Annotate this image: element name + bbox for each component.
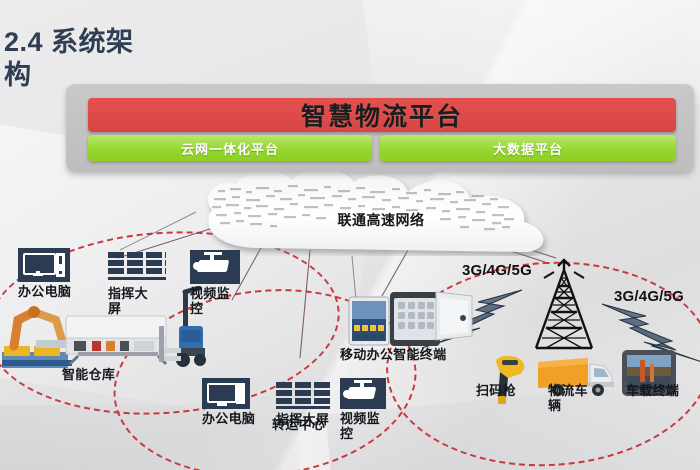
device-label: 移动办公智能终端 <box>340 347 447 362</box>
photo-logistics-truck <box>538 358 614 396</box>
slide-title: 2.4 系统架 构 <box>4 26 234 92</box>
network-cloud: 联通高速网络 <box>198 168 564 256</box>
slide-title-line2: 构 <box>4 59 32 90</box>
device-label: 办公电脑 <box>18 284 72 299</box>
smart-logistics-platform-bar[interactable]: 智慧物流平台 <box>88 98 676 132</box>
device-office-computer-warehouse[interactable]: 办公电脑 <box>18 248 74 300</box>
photo-tablet <box>390 292 440 346</box>
big-data-platform-label: 大数据平台 <box>492 141 563 157</box>
device-label: 扫码枪 <box>476 383 516 398</box>
camera-icon <box>340 378 386 409</box>
photo-barcode-scanner <box>496 355 525 404</box>
device-video-surveillance-warehouse[interactable]: 视频监控 <box>190 250 242 316</box>
cloud-network-platform-bar[interactable]: 云网一体化平台 <box>88 135 372 161</box>
slide-title-line1: 2.4 系统架 <box>4 27 134 57</box>
device-label: 指挥大屏 <box>108 286 148 316</box>
device-label: 办公电脑 <box>202 411 256 426</box>
device-video-surveillance-transfer[interactable]: 视频监控 <box>340 378 392 441</box>
device-vehicle-terminal[interactable]: 车载终端 <box>626 383 700 399</box>
device-mobile-smart-terminal[interactable]: 移动办公智能终端 <box>340 347 470 362</box>
device-label: 视频监控 <box>190 286 230 316</box>
big-data-platform-bar[interactable]: 大数据平台 <box>380 135 676 161</box>
device-barcode-scanner[interactable]: 扫码枪 <box>476 383 516 399</box>
device-label: 物流车辆 <box>548 383 588 413</box>
big-screen-icon <box>276 380 330 410</box>
network-label-right: 3G/4G/5G <box>614 288 684 305</box>
device-label: 视频监控 <box>340 411 380 441</box>
group-label: 转运中心 <box>272 417 326 432</box>
photo-laptop <box>435 291 473 341</box>
cloud-label: 联通高速网络 <box>337 212 425 228</box>
cloud-network-platform-label: 云网一体化平台 <box>180 141 279 157</box>
group-label-smart-warehouse: 智能仓库 <box>62 367 154 383</box>
signal-bolt-right <box>601 303 700 362</box>
network-label-left: 3G/4G/5G <box>462 262 532 279</box>
cell-tower-icon <box>534 258 594 350</box>
big-screen-icon <box>108 250 166 284</box>
photo-vehicle-terminal <box>622 350 676 396</box>
camera-icon <box>190 250 240 284</box>
group-label-transfer-center: 转运中心 <box>272 417 334 433</box>
device-logistics-vehicle[interactable]: 物流车辆 <box>548 383 594 413</box>
platform-container: 智慧物流平台 云网一体化平台 大数据平台 <box>66 84 694 172</box>
device-label: 车载终端 <box>626 383 680 398</box>
monitor-icon <box>18 248 70 282</box>
monitor-icon <box>202 378 250 409</box>
device-command-screen-warehouse[interactable]: 指挥大屏 <box>108 250 166 316</box>
photo-smartphone <box>348 296 390 346</box>
device-office-computer-transfer[interactable]: 办公电脑 <box>202 378 256 427</box>
smart-logistics-platform-label: 智慧物流平台 <box>300 103 463 131</box>
group-label: 智能仓库 <box>62 367 116 382</box>
